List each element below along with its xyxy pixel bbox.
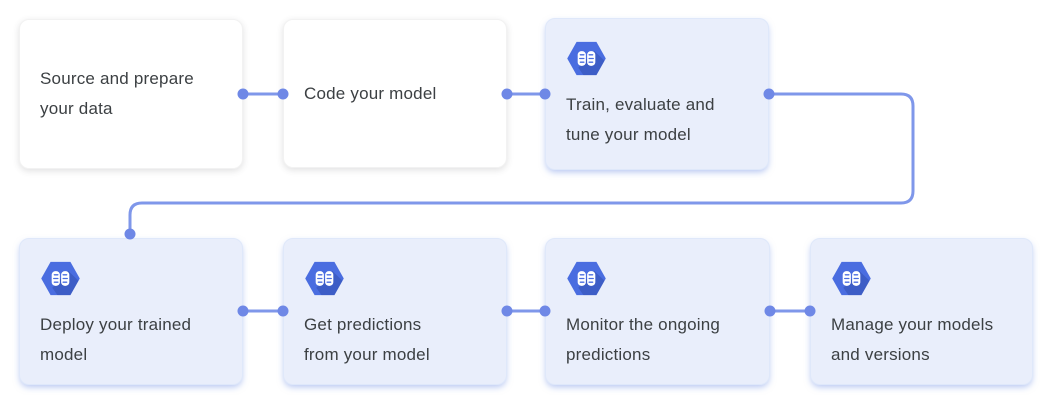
ml-brain-hexagon-icon	[831, 260, 1012, 297]
step-card-source-data[interactable]: Source and prepare your data	[19, 19, 243, 169]
ml-brain-hexagon-icon	[304, 260, 486, 297]
step-label: Code your model	[304, 83, 437, 103]
step-card-deploy-model[interactable]: Deploy your trained model	[19, 238, 243, 385]
step-label: Get predictions from your model	[304, 315, 430, 364]
step-label: Deploy your trained model	[40, 315, 192, 364]
step-label: Train, evaluate and tune your model	[566, 95, 715, 144]
step-label: Manage your models and versions	[831, 315, 994, 364]
step-card-get-predictions[interactable]: Get predictions from your model	[283, 238, 507, 385]
connector-train-to-deploy	[128, 92, 915, 234]
connector-lines	[128, 92, 915, 313]
step-label: Source and prepare your data	[40, 69, 194, 118]
step-card-train-evaluate-tune[interactable]: Train, evaluate and tune your model	[545, 18, 769, 170]
step-card-monitor-predictions[interactable]: Monitor the ongoing predictions	[545, 238, 770, 385]
ml-brain-hexagon-icon	[566, 40, 748, 77]
ml-brain-hexagon-icon	[40, 260, 222, 297]
step-card-code-model[interactable]: Code your model	[283, 19, 507, 168]
step-card-manage-models[interactable]: Manage your models and versions	[810, 238, 1033, 385]
ml-brain-hexagon-icon	[566, 260, 749, 297]
step-label: Monitor the ongoing predictions	[566, 315, 721, 364]
